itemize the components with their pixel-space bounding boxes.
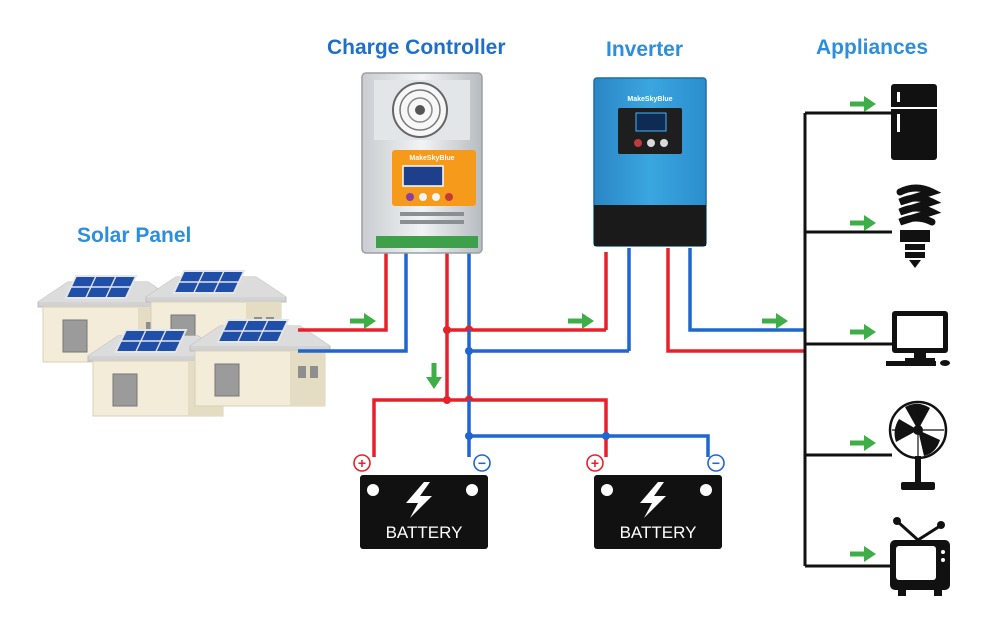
inverter-device: MakeSkyBlue <box>593 77 707 247</box>
charge-controller-device: MakeSkyBlue <box>361 72 483 254</box>
appliance-bus <box>803 111 892 568</box>
lightning-icon <box>406 482 432 518</box>
solar-houses <box>37 270 331 417</box>
house-4 <box>189 319 331 407</box>
computer-icon <box>886 311 950 366</box>
refrigerator-icon <box>891 84 937 160</box>
flow-arrow-appliance-1 <box>850 96 876 112</box>
appliances-label: Appliances <box>816 36 929 59</box>
fan-icon <box>888 400 948 490</box>
battery-1: BATTERY + − <box>353 454 491 549</box>
battery-2-label: BATTERY <box>620 523 697 542</box>
svg-text:+: + <box>591 455 599 471</box>
battery-1-label: BATTERY <box>386 523 463 542</box>
flow-arrow-appliance-2 <box>850 215 876 231</box>
tv-icon <box>890 517 950 596</box>
flow-arrow-appliance-5 <box>850 546 876 562</box>
flow-arrow-appliance-3 <box>850 324 876 340</box>
ac-output-wires <box>666 248 805 353</box>
bulb-icon <box>896 184 942 268</box>
battery-2: BATTERY + − <box>586 454 725 549</box>
flow-arrow-ac <box>762 313 788 329</box>
wire-crossings <box>464 325 474 401</box>
svg-text:+: + <box>358 455 366 471</box>
battery-bus-wires <box>372 248 710 457</box>
svg-text:−: − <box>712 455 720 471</box>
solar-panel-label: Solar Panel <box>77 224 192 247</box>
flow-arrow-inverter <box>568 313 594 329</box>
controller-brand: MakeSkyBlue <box>409 155 454 162</box>
inverter-brand: MakeSkyBlue <box>627 96 672 103</box>
inverter-label: Inverter <box>606 38 684 61</box>
inverter-lcd <box>635 112 667 132</box>
svg-text:−: − <box>478 455 486 471</box>
battery-2-negative-terminal <box>707 454 725 472</box>
battery-1-positive-terminal <box>353 454 371 472</box>
flow-arrow-solar <box>350 313 376 329</box>
solar-wires <box>298 252 408 353</box>
lightning-icon <box>640 482 666 518</box>
charge-controller-label: Charge Controller <box>327 36 506 59</box>
battery-2-positive-terminal <box>586 454 604 472</box>
flow-arrow-battery <box>426 363 442 389</box>
flow-arrow-appliance-4 <box>850 435 876 451</box>
battery-1-negative-terminal <box>473 454 491 472</box>
controller-lcd <box>402 165 444 187</box>
